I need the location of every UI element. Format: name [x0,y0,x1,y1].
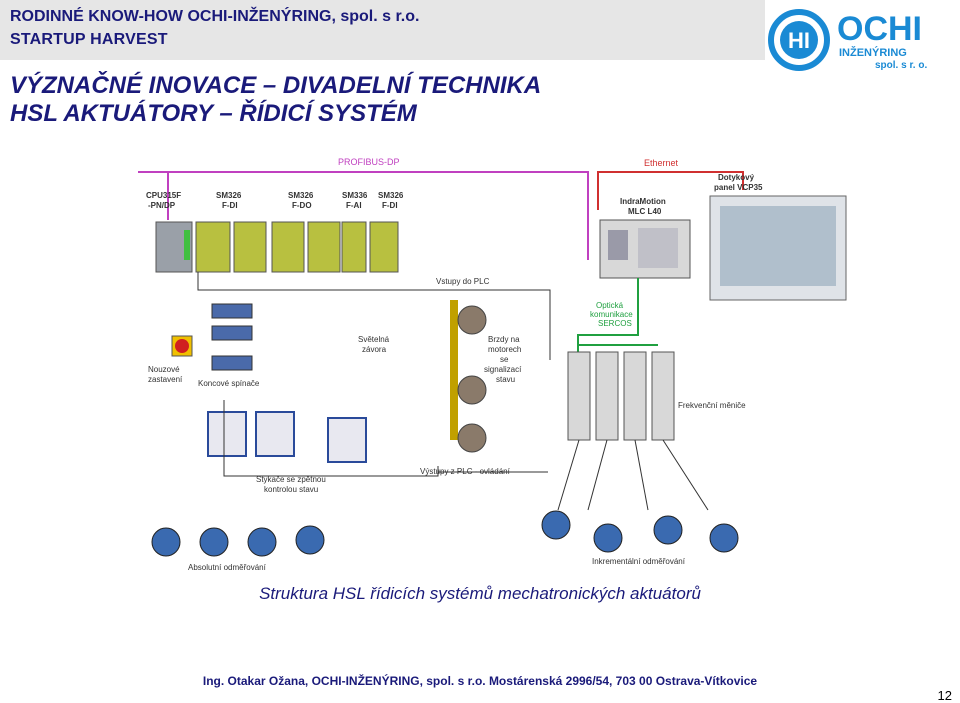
light-curtain-label-2: závora [362,345,387,354]
optical-label-3: SERCOS [598,319,632,328]
figure-caption: Struktura HSL řídicích systémů mechatron… [259,584,701,603]
limit-switches [211,303,253,371]
indramotion-face [638,228,678,268]
module-2-label-b: F-DO [292,201,312,210]
brakes-label-2: motorech [488,345,521,354]
emergency-label-2: zastavení [148,375,183,384]
indramotion-label-2: MLC L40 [628,207,662,216]
page-number: 12 [937,688,952,703]
optical-label-2: komunikace [590,310,633,319]
page-title: VÝZNAČNÉ INOVACE – DIVADELNÍ TECHNIKA HS… [10,72,541,128]
logo-name: OCHI [837,10,922,48]
module-2-label-a: SM326 [288,191,314,200]
emergency-stop-button [175,339,189,353]
cpu-label-1: CPU315F [146,191,181,200]
ethernet-bus [597,171,744,210]
motor-brakes [457,305,487,453]
light-curtain-label-1: Světelná [358,335,390,344]
title-line-2: HSL AKTUÁTORY – ŘÍDICÍ SYSTÉM [10,100,417,127]
panel-label-2: panel VCP35 [714,183,763,192]
module-3 [341,221,367,273]
module-1b [233,221,267,273]
module-3-label-b: F-AI [346,201,362,210]
module-4 [369,221,399,273]
cpu-label-2: -PN/DP [148,201,176,210]
emergency-label-1: Nouzové [148,365,180,374]
outputs-label: Výstupy z PLC - ovládání [420,467,511,476]
module-4-label-b: F-DI [382,201,398,210]
program-name: STARTUP HARVEST [10,31,168,48]
incremental-encoders-label: Inkrementální odměřování [592,557,686,566]
brakes-label-1: Brzdy na [488,335,520,344]
touch-panel-screen [720,206,836,286]
ochi-logo: HI OCHI INŽENÝRING spol. s r. o. [768,9,927,71]
profibus-label: PROFIBUS-DP [338,157,400,167]
indramotion-port [608,230,628,260]
module-1 [195,221,231,273]
optical-label-1: Optická [596,301,624,310]
incremental-encoders [541,439,739,553]
logo-sub2: spol. s r. o. [875,60,927,71]
light-curtain [450,300,458,440]
panel-label-1: Dotykový [718,173,755,182]
inputs-label: Vstupy do PLC [436,277,490,286]
module-3-label-a: SM336 [342,191,368,200]
profibus-bus [138,171,589,260]
ethernet-label: Ethernet [644,158,679,168]
module-1-label-a: SM326 [216,191,242,200]
footer-address: Ing. Otakar Ožana, OCHI-INŽENÝRING, spol… [202,674,758,688]
header-band [0,0,765,60]
contactors-label-2: kontrolou stavu [264,485,318,494]
contactors-label-1: Stykače se zpětnou [256,475,326,484]
brakes-label-5: stavu [496,375,515,384]
absolute-encoders [151,525,325,557]
module-2 [271,221,305,273]
indramotion-label-1: IndraMotion [620,197,666,206]
module-2b [307,221,341,273]
brakes-label-4: signalizací [484,365,522,374]
limit-switches-label: Koncové spínače [198,379,260,388]
logo-mark: HI [788,28,810,53]
logo-sub1: INŽENÝRING [839,46,907,59]
contactors [207,411,367,463]
absolute-encoders-label: Absolutní odměřování [188,563,267,572]
control-system-diagram: PROFIBUS-DP Ethernet CPU315F -PN/DP SM32… [138,157,847,572]
title-line-1: VÝZNAČNÉ INOVACE – DIVADELNÍ TECHNIKA [10,72,542,99]
module-1-label-b: F-DI [222,201,238,210]
brakes-label-3: se [500,355,509,364]
company-name: RODINNÉ KNOW-HOW OCHI-INŽENÝRING, spol. … [10,8,420,25]
converters-label: Frekvenční měniče [678,401,746,410]
frequency-converters [567,351,675,441]
cpu-led [184,230,190,260]
module-4-label-a: SM326 [378,191,404,200]
